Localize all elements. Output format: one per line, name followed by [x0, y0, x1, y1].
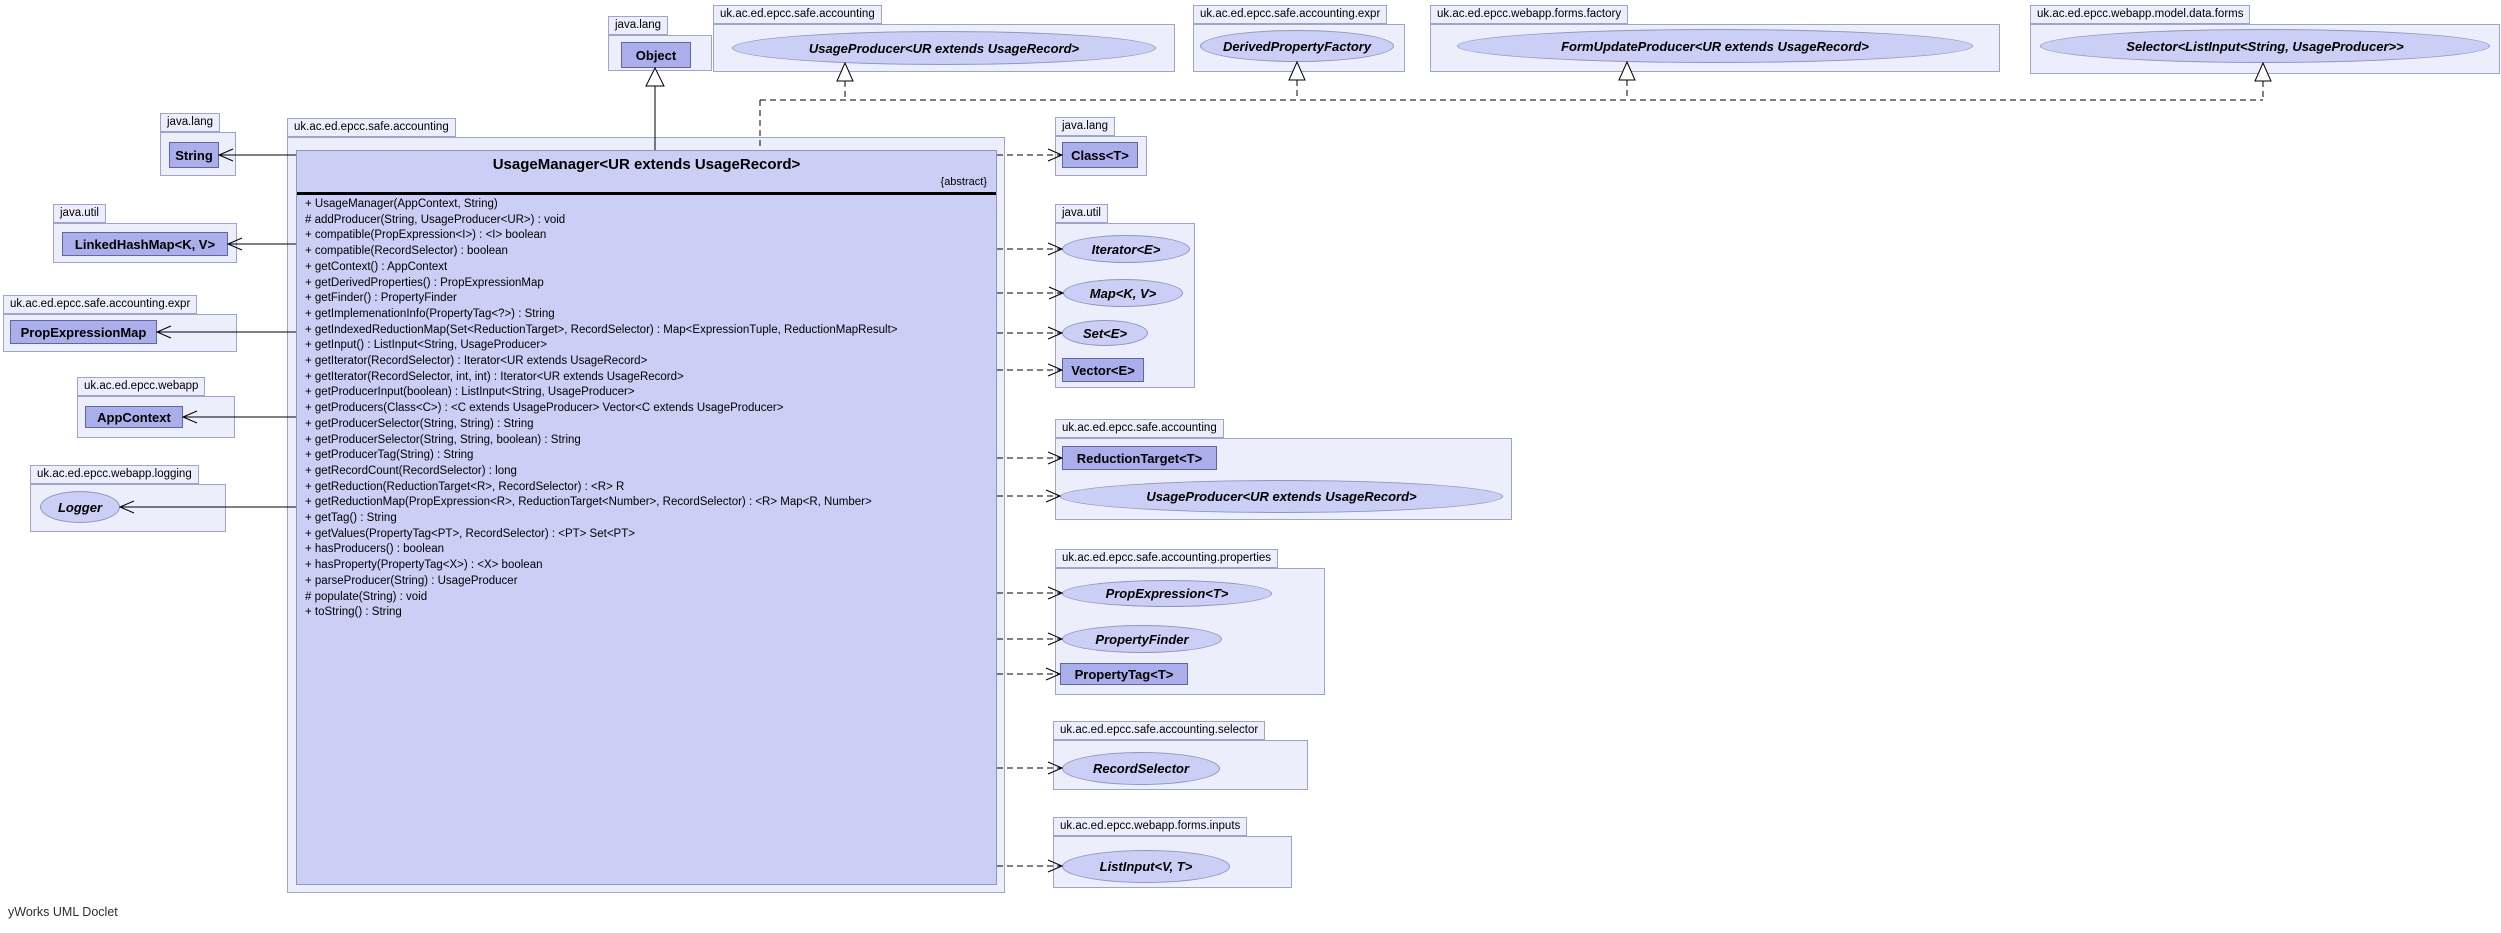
method-entry[interactable]: + getRecordCount(RecordSelector) : long	[305, 464, 517, 477]
interface-node-formupdateproducer[interactable]: FormUpdateProducer<UR extends UsageRecor…	[1457, 29, 1973, 63]
class-node-propexpressionmap[interactable]: PropExpressionMap	[10, 320, 157, 344]
package-tab-safe-accounting-right[interactable]: uk.ac.ed.epcc.safe.accounting	[1055, 419, 1224, 438]
class-node-vector[interactable]: Vector<E>	[1062, 358, 1144, 382]
method-entry[interactable]: + compatible(RecordSelector) : boolean	[305, 245, 508, 258]
method-entry[interactable]: + getProducers(Class<C>) : <C extends Us…	[305, 402, 784, 415]
interface-node-logger[interactable]: Logger	[40, 491, 120, 523]
method-entry[interactable]: + hasProperty(PropertyTag<X>) : <X> bool…	[305, 559, 543, 572]
package-tab-java-lang-left[interactable]: java.lang	[160, 113, 221, 132]
package-tab-webapp-logging[interactable]: uk.ac.ed.epcc.webapp.logging	[30, 465, 199, 484]
class-node-usagemanager[interactable]: UsageManager<UR extends UsageRecord> {ab…	[296, 150, 997, 885]
method-entry[interactable]: + hasProducers() : boolean	[305, 543, 445, 556]
method-entry[interactable]: + getContext() : AppContext	[305, 260, 448, 273]
method-entry[interactable]: + parseProducer(String) : UsageProducer	[305, 574, 518, 587]
class-node-object[interactable]: Object	[621, 42, 691, 68]
method-entry[interactable]: + compatible(PropExpression<I>) : <I> bo…	[305, 229, 547, 242]
method-entry[interactable]: + getProducerInput(boolean) : ListInput<…	[305, 386, 635, 399]
package-tab-java-util-right[interactable]: java.util	[1055, 204, 1108, 223]
interface-node-propertyfinder[interactable]: PropertyFinder	[1062, 625, 1222, 653]
method-list: + UsageManager(AppContext, String) # add…	[305, 197, 992, 621]
package-tab-java-lang-right[interactable]: java.lang	[1055, 117, 1116, 136]
class-title: UsageManager<UR extends UsageRecord>	[492, 156, 801, 173]
package-tab-forms-inputs[interactable]: uk.ac.ed.epcc.webapp.forms.inputs	[1053, 817, 1248, 836]
interface-node-derivedpropertyfactory[interactable]: DerivedPropertyFactory	[1200, 30, 1394, 62]
class-node-linkedhashmap[interactable]: LinkedHashMap<K, V>	[62, 232, 228, 256]
package-tab-accounting-expr-left[interactable]: uk.ac.ed.epcc.safe.accounting.expr	[3, 295, 198, 314]
method-entry[interactable]: + getFinder() : PropertyFinder	[305, 292, 457, 305]
interface-node-propexpression[interactable]: PropExpression<T>	[1062, 580, 1272, 607]
package-tab-java-util-left[interactable]: java.util	[53, 204, 106, 223]
method-entry[interactable]: + toString() : String	[305, 606, 402, 619]
method-entry[interactable]: + getIterator(RecordSelector) : Iterator…	[305, 355, 648, 368]
compartment-separator	[297, 192, 996, 195]
interface-node-usageproducer-right[interactable]: UsageProducer<UR extends UsageRecord>	[1060, 480, 1503, 513]
package-tab-model-data-forms[interactable]: uk.ac.ed.epcc.webapp.model.data.forms	[2030, 5, 2251, 24]
method-entry[interactable]: + getProducerTag(String) : String	[305, 449, 474, 462]
interface-node-iterator[interactable]: Iterator<E>	[1062, 235, 1190, 263]
package-tab-accounting-selector[interactable]: uk.ac.ed.epcc.safe.accounting.selector	[1053, 721, 1266, 740]
package-tab-accounting-expr-top[interactable]: uk.ac.ed.epcc.safe.accounting.expr	[1193, 5, 1388, 24]
package-tab-safe-accounting-top[interactable]: uk.ac.ed.epcc.safe.accounting	[713, 5, 882, 24]
method-entry[interactable]: + getIndexedReductionMap(Set<ReductionTa…	[305, 323, 898, 336]
package-tab-java-lang-top[interactable]: java.lang	[608, 16, 669, 35]
class-node-string[interactable]: String	[169, 142, 219, 168]
method-entry[interactable]: + getTag() : String	[305, 512, 397, 525]
interface-node-recordselector[interactable]: RecordSelector	[1062, 752, 1220, 785]
method-entry[interactable]: + getInput() : ListInput<String, UsagePr…	[305, 339, 547, 352]
package-tab-forms-factory[interactable]: uk.ac.ed.epcc.webapp.forms.factory	[1430, 5, 1629, 24]
class-node-reductiontarget[interactable]: ReductionTarget<T>	[1062, 446, 1217, 470]
interface-node-listinput[interactable]: ListInput<V, T>	[1062, 850, 1230, 883]
package-tab-webapp[interactable]: uk.ac.ed.epcc.webapp	[77, 377, 206, 396]
class-node-propertytag[interactable]: PropertyTag<T>	[1060, 663, 1188, 685]
package-tab-main[interactable]: uk.ac.ed.epcc.safe.accounting	[287, 118, 456, 137]
method-entry[interactable]: + getReductionMap(PropExpression<R>, Red…	[305, 496, 872, 509]
interface-node-set[interactable]: Set<E>	[1062, 320, 1148, 346]
doclet-credit: yWorks UML Doclet	[8, 905, 118, 919]
method-entry[interactable]: + getValues(PropertyTag<PT>, RecordSelec…	[305, 527, 635, 540]
method-entry[interactable]: # addProducer(String, UsageProducer<UR>)…	[305, 213, 566, 226]
class-node-class-t[interactable]: Class<T>	[1062, 142, 1138, 168]
interface-node-selector[interactable]: Selector<ListInput<String, UsageProducer…	[2040, 29, 2490, 63]
class-node-appcontext[interactable]: AppContext	[85, 406, 183, 428]
method-entry[interactable]: + UsageManager(AppContext, String)	[305, 198, 498, 210]
abstract-modifier: {abstract}	[940, 176, 987, 188]
interface-node-map[interactable]: Map<K, V>	[1063, 279, 1183, 307]
method-entry[interactable]: + getIterator(RecordSelector, int, int) …	[305, 370, 684, 383]
method-entry[interactable]: + getProducerSelector(String, String, bo…	[305, 433, 581, 446]
method-entry[interactable]: + getImplemenationInfo(PropertyTag<?>) :…	[305, 307, 555, 320]
interface-node-usageproducer-top[interactable]: UsageProducer<UR extends UsageRecord>	[732, 31, 1156, 65]
method-entry[interactable]: # populate(String) : void	[305, 590, 428, 603]
method-entry[interactable]: + getReduction(ReductionTarget<R>, Recor…	[305, 480, 625, 493]
method-entry[interactable]: + getDerivedProperties() : PropExpressio…	[305, 276, 544, 289]
package-tab-accounting-properties[interactable]: uk.ac.ed.epcc.safe.accounting.properties	[1055, 549, 1279, 568]
method-entry[interactable]: + getProducerSelector(String, String) : …	[305, 417, 534, 430]
